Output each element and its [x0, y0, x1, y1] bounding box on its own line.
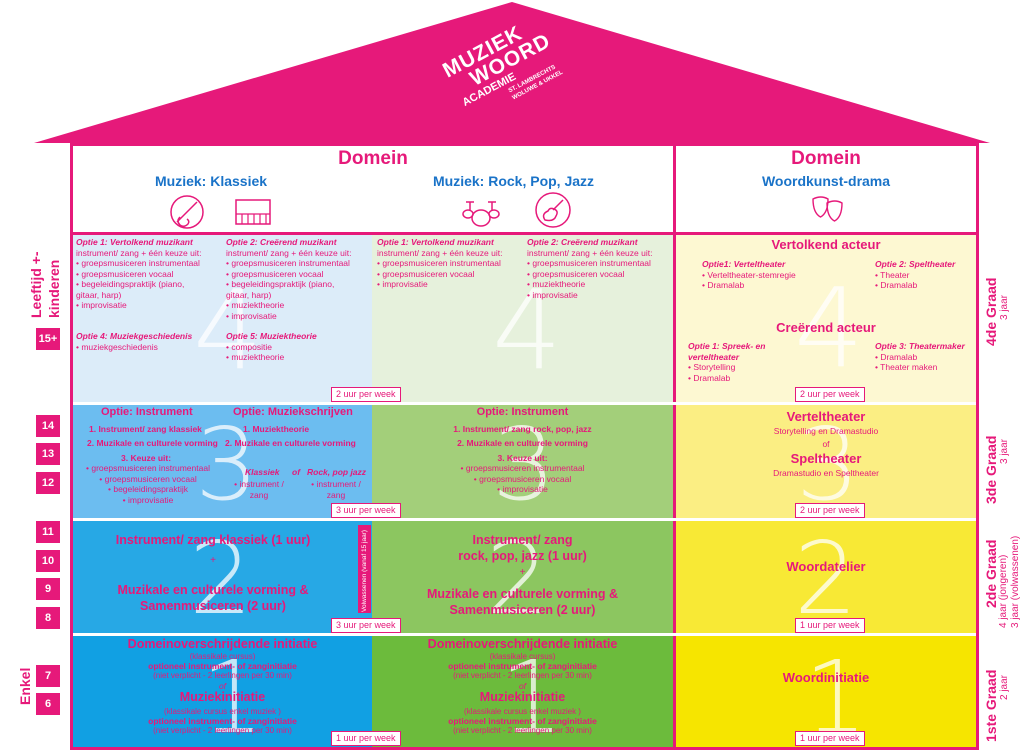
row-divider [73, 518, 976, 521]
woord-title: Woordkunst-drama [761, 173, 891, 189]
leeftijd-label: Leeftijd +- [28, 251, 44, 318]
age-box: 8 [36, 607, 60, 629]
row4-woord: 4 Vertolkend acteur Optie1: Verteltheate… [676, 235, 976, 402]
grade1-label: 1ste Graad [983, 669, 999, 742]
enkel-label: Enkel [17, 667, 33, 705]
grade2-label: 2de Graad [983, 539, 999, 608]
row4-rock: 4 Optie 1: Vertolkend muzikant instrumen… [372, 235, 673, 402]
domain-title-woord: Domein [791, 148, 861, 169]
age-box: 6 [36, 693, 60, 715]
theater-masks-icon [812, 196, 843, 222]
klassiek-title: Muziek: Klassiek [155, 173, 268, 189]
row4-klassiek: 4 Optie 1: Vertolkend muzikant instrumen… [73, 235, 372, 402]
age-box: 10 [36, 550, 60, 572]
violin-icon [170, 195, 204, 229]
hours-badge: 1 uur per week [795, 618, 865, 633]
row-divider [73, 633, 976, 636]
row1-woord: 1 Woordinitiatie [676, 636, 976, 747]
hours-badge: 2 uur per week [331, 387, 401, 402]
hours-badge: 3 uur per week [331, 618, 401, 633]
grade3-sub: 3 jaar [999, 438, 1010, 464]
age-box: 15+ [36, 328, 60, 350]
row2-rock: 2 Instrument/ zang rock, pop, jazz (1 uu… [372, 521, 673, 633]
grade4-label: 4de Graad [983, 277, 999, 346]
row2-woord: 2 Woordatelier [676, 521, 976, 633]
row3-woord: 3 Verteltheater Storytelling en Dramastu… [676, 405, 976, 518]
row-divider [73, 402, 976, 405]
header-woord: Domein Woordkunst-drama [676, 146, 976, 232]
hours-badge: 2 uur per week [795, 503, 865, 518]
grade2-sub2: 3 jaar (volwassenen) [1010, 535, 1021, 628]
header-divider [673, 146, 676, 750]
row1-rock: 1 Domeinoverschrijdende initiatie (klass… [372, 636, 673, 747]
volwassenen-text: Volwassenen (vanaf 15 jaar) [361, 529, 368, 612]
age-box: 14 [36, 415, 60, 437]
guitar-icon [535, 192, 571, 228]
volwassenen-label [358, 525, 371, 613]
drums-icon [462, 201, 500, 227]
grade3-label: 3de Graad [983, 435, 999, 504]
age-box: 11 [36, 521, 60, 543]
age-box: 7 [36, 665, 60, 687]
hours-badge: 1 uur per week [795, 731, 865, 746]
age-box: 9 [36, 578, 60, 600]
row1-klassiek: 1 Domeinoverschrijdende initiatie (klass… [73, 636, 372, 747]
grade4-sub: 3 jaar [999, 294, 1010, 320]
domain-title: Domein [338, 148, 408, 169]
row2-klassiek: 2 Instrument/ zang klassiek (1 uur) + Mu… [73, 521, 372, 633]
roof [34, 2, 990, 143]
header-bottom-line [73, 232, 976, 235]
kinderen-label: kinderen [46, 259, 62, 318]
hours-badge: 1 uur per week [331, 731, 401, 746]
row3-rock: 3 Optie: Instrument 1. Instrument/ zang … [372, 405, 673, 518]
grade2-sub: 4 jaar (jongeren) [998, 554, 1009, 628]
piano-icon [235, 199, 271, 225]
age-box: 12 [36, 472, 60, 494]
grade1-sub: 2 jaar [999, 674, 1010, 700]
rock-title: Muziek: Rock, Pop, Jazz [433, 173, 595, 189]
hours-badge: 3 uur per week [331, 503, 401, 518]
row3-klassiek: 3 Optie: Instrument Optie: Muziekschrijv… [73, 405, 372, 518]
hours-badge: 2 uur per week [795, 387, 865, 402]
age-box: 13 [36, 443, 60, 465]
header-muziek: Domein Muziek: Klassiek Muziek: Rock, Po… [73, 146, 673, 232]
